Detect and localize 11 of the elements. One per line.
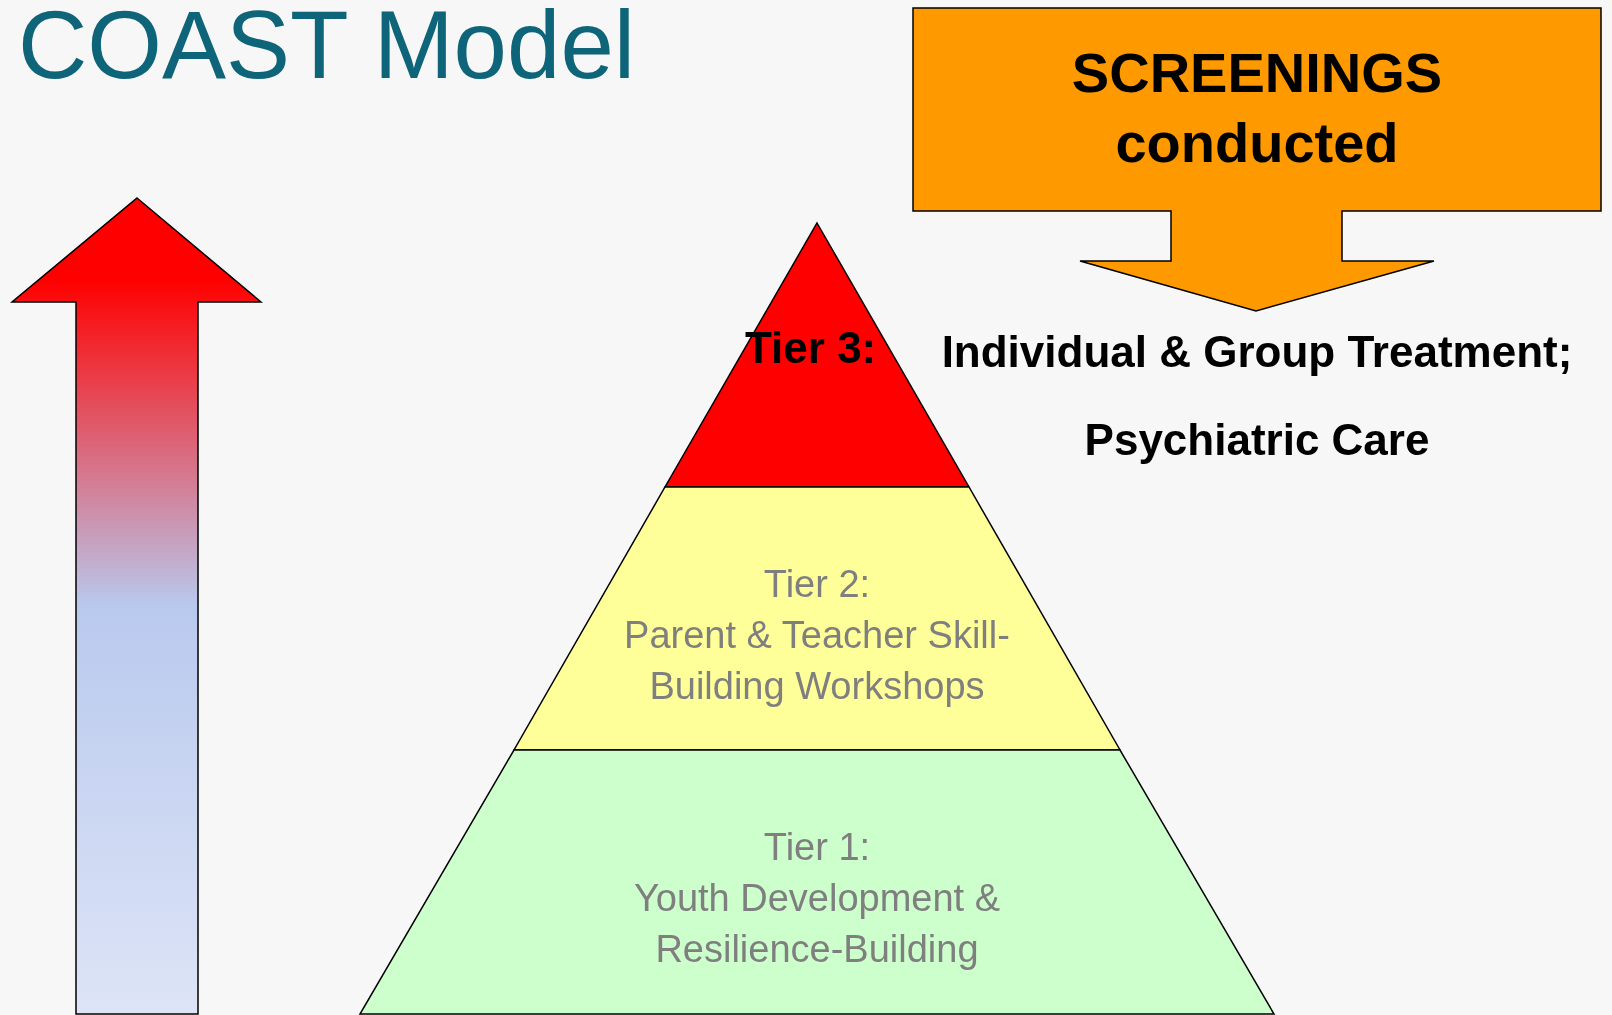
callout-arrow-box	[913, 8, 1601, 311]
pyramid-tier	[514, 487, 1120, 750]
pyramid-tier	[360, 750, 1274, 1014]
tier-description: Parent & Teacher Skill-Building Workshops	[623, 613, 1011, 709]
tier-description: Individual & Group Treatment; Psychiatric Care	[940, 326, 1574, 466]
tier-label: Tier 3:	[745, 323, 877, 373]
title: COAST Model	[18, 0, 636, 98]
tier-heading: Tier 2:	[762, 562, 872, 607]
callout-text: SCREENINGS conducted	[1070, 40, 1444, 176]
tier-description: Youth Development & Resilience-Building	[632, 876, 1002, 972]
tier-heading: Tier 1:	[762, 825, 872, 870]
